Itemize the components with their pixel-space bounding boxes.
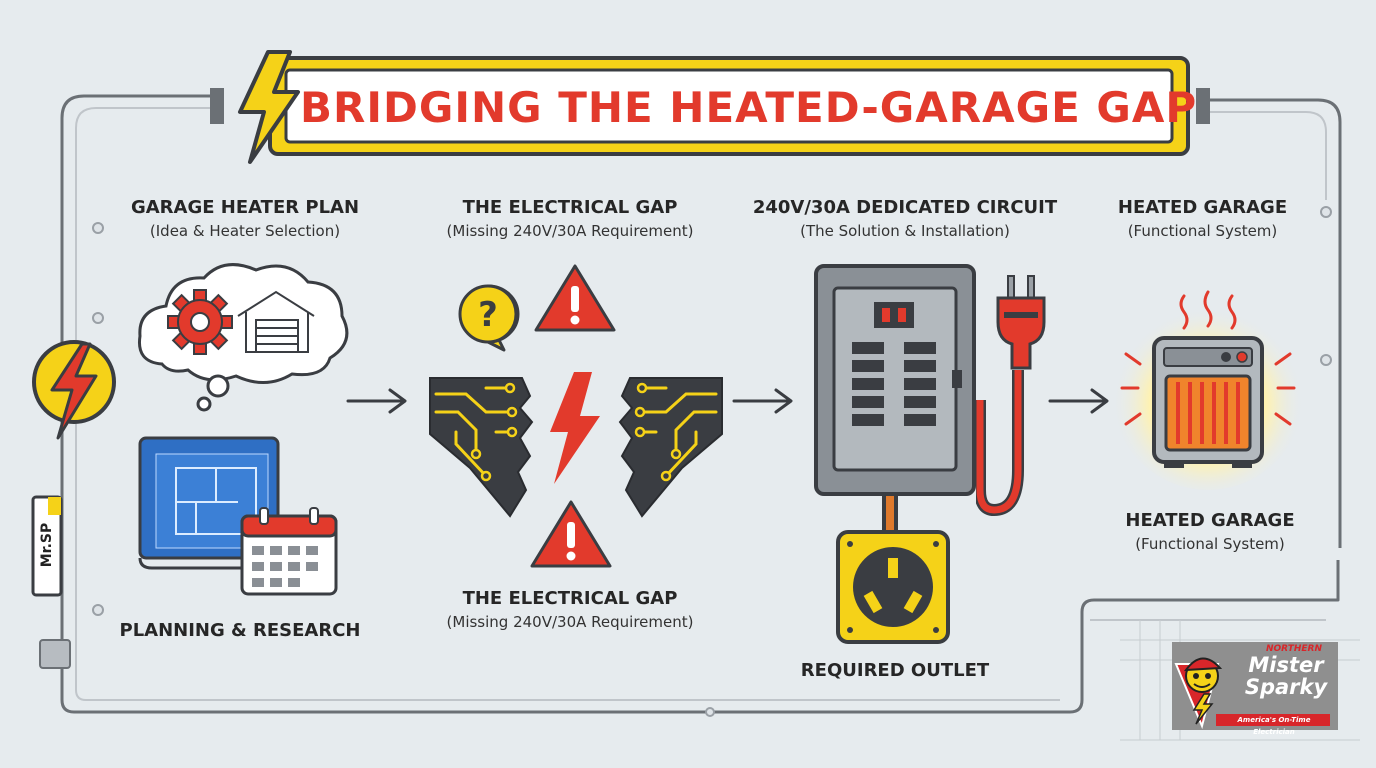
wire <box>882 496 898 530</box>
side-label: Mr.SP <box>39 522 55 568</box>
title-banner <box>268 56 1190 156</box>
step-4-bottom-heading: HEATED GARAGE <box>1125 510 1295 531</box>
step-1-subtitle: (Idea & Heater Selection) <box>149 222 341 240</box>
arrow-icon <box>1048 388 1109 414</box>
step-2-subtitle: (Missing 240V/30A Requirement) <box>446 222 694 240</box>
step-3-bottom-label: REQUIRED OUTLET <box>800 660 990 681</box>
logo-top-text: NORTHERN <box>1266 644 1322 654</box>
arrow-icon <box>346 388 407 414</box>
arrow-icon <box>732 388 793 414</box>
warning-icon <box>534 264 616 332</box>
question-bubble-icon: ? <box>458 284 520 352</box>
calendar-icon <box>240 507 338 596</box>
garage-icon <box>237 290 315 353</box>
svg-text:?: ? <box>478 295 498 335</box>
step-2-bottom-subtitle: (Missing 240V/30A Requirement) <box>446 613 694 631</box>
logo-name-line2: Sparky <box>1244 675 1328 699</box>
step-4-bottom-subtitle: (Functional System) <box>1135 535 1285 553</box>
step-3-heading: 240V/30A DEDICATED CIRCUIT <box>752 197 1058 218</box>
step-4-heading: HEATED GARAGE <box>1117 197 1288 218</box>
step-1-bottom-label: PLANNING & RESEARCH <box>119 620 361 641</box>
breaker-panel-icon <box>814 264 976 496</box>
step-1-heading: GARAGE HEATER PLAN <box>130 197 360 218</box>
mister-sparky-logo: NORTHERN Mister Sparky America's On-Time… <box>1172 642 1338 736</box>
step-4-subtitle: (Functional System) <box>1127 222 1278 240</box>
logo-tagline: America's On-Time Electrician <box>1237 716 1311 736</box>
page-title: BRIDGING THE HEATED-GARAGE GAP <box>300 83 1198 132</box>
outlet-icon <box>836 530 950 644</box>
step-2-bottom-heading: THE ELECTRICAL GAP <box>462 588 678 609</box>
lightning-bolt-icon <box>238 50 300 164</box>
warning-icon <box>530 500 612 568</box>
heater-icon <box>1112 290 1304 490</box>
step-2-heading: THE ELECTRICAL GAP <box>462 197 678 218</box>
lightning-bolt-icon <box>32 340 116 440</box>
thought-cloud <box>137 263 349 412</box>
circuit-board-icon <box>429 372 723 518</box>
logo-mascot <box>1174 657 1330 730</box>
step-3-subtitle: (The Solution & Installation) <box>800 222 1010 240</box>
plug-icon <box>976 275 1046 517</box>
gear-icon <box>167 289 233 355</box>
logo-name-line1: Mister <box>1248 653 1324 677</box>
side-tag <box>31 495 63 597</box>
